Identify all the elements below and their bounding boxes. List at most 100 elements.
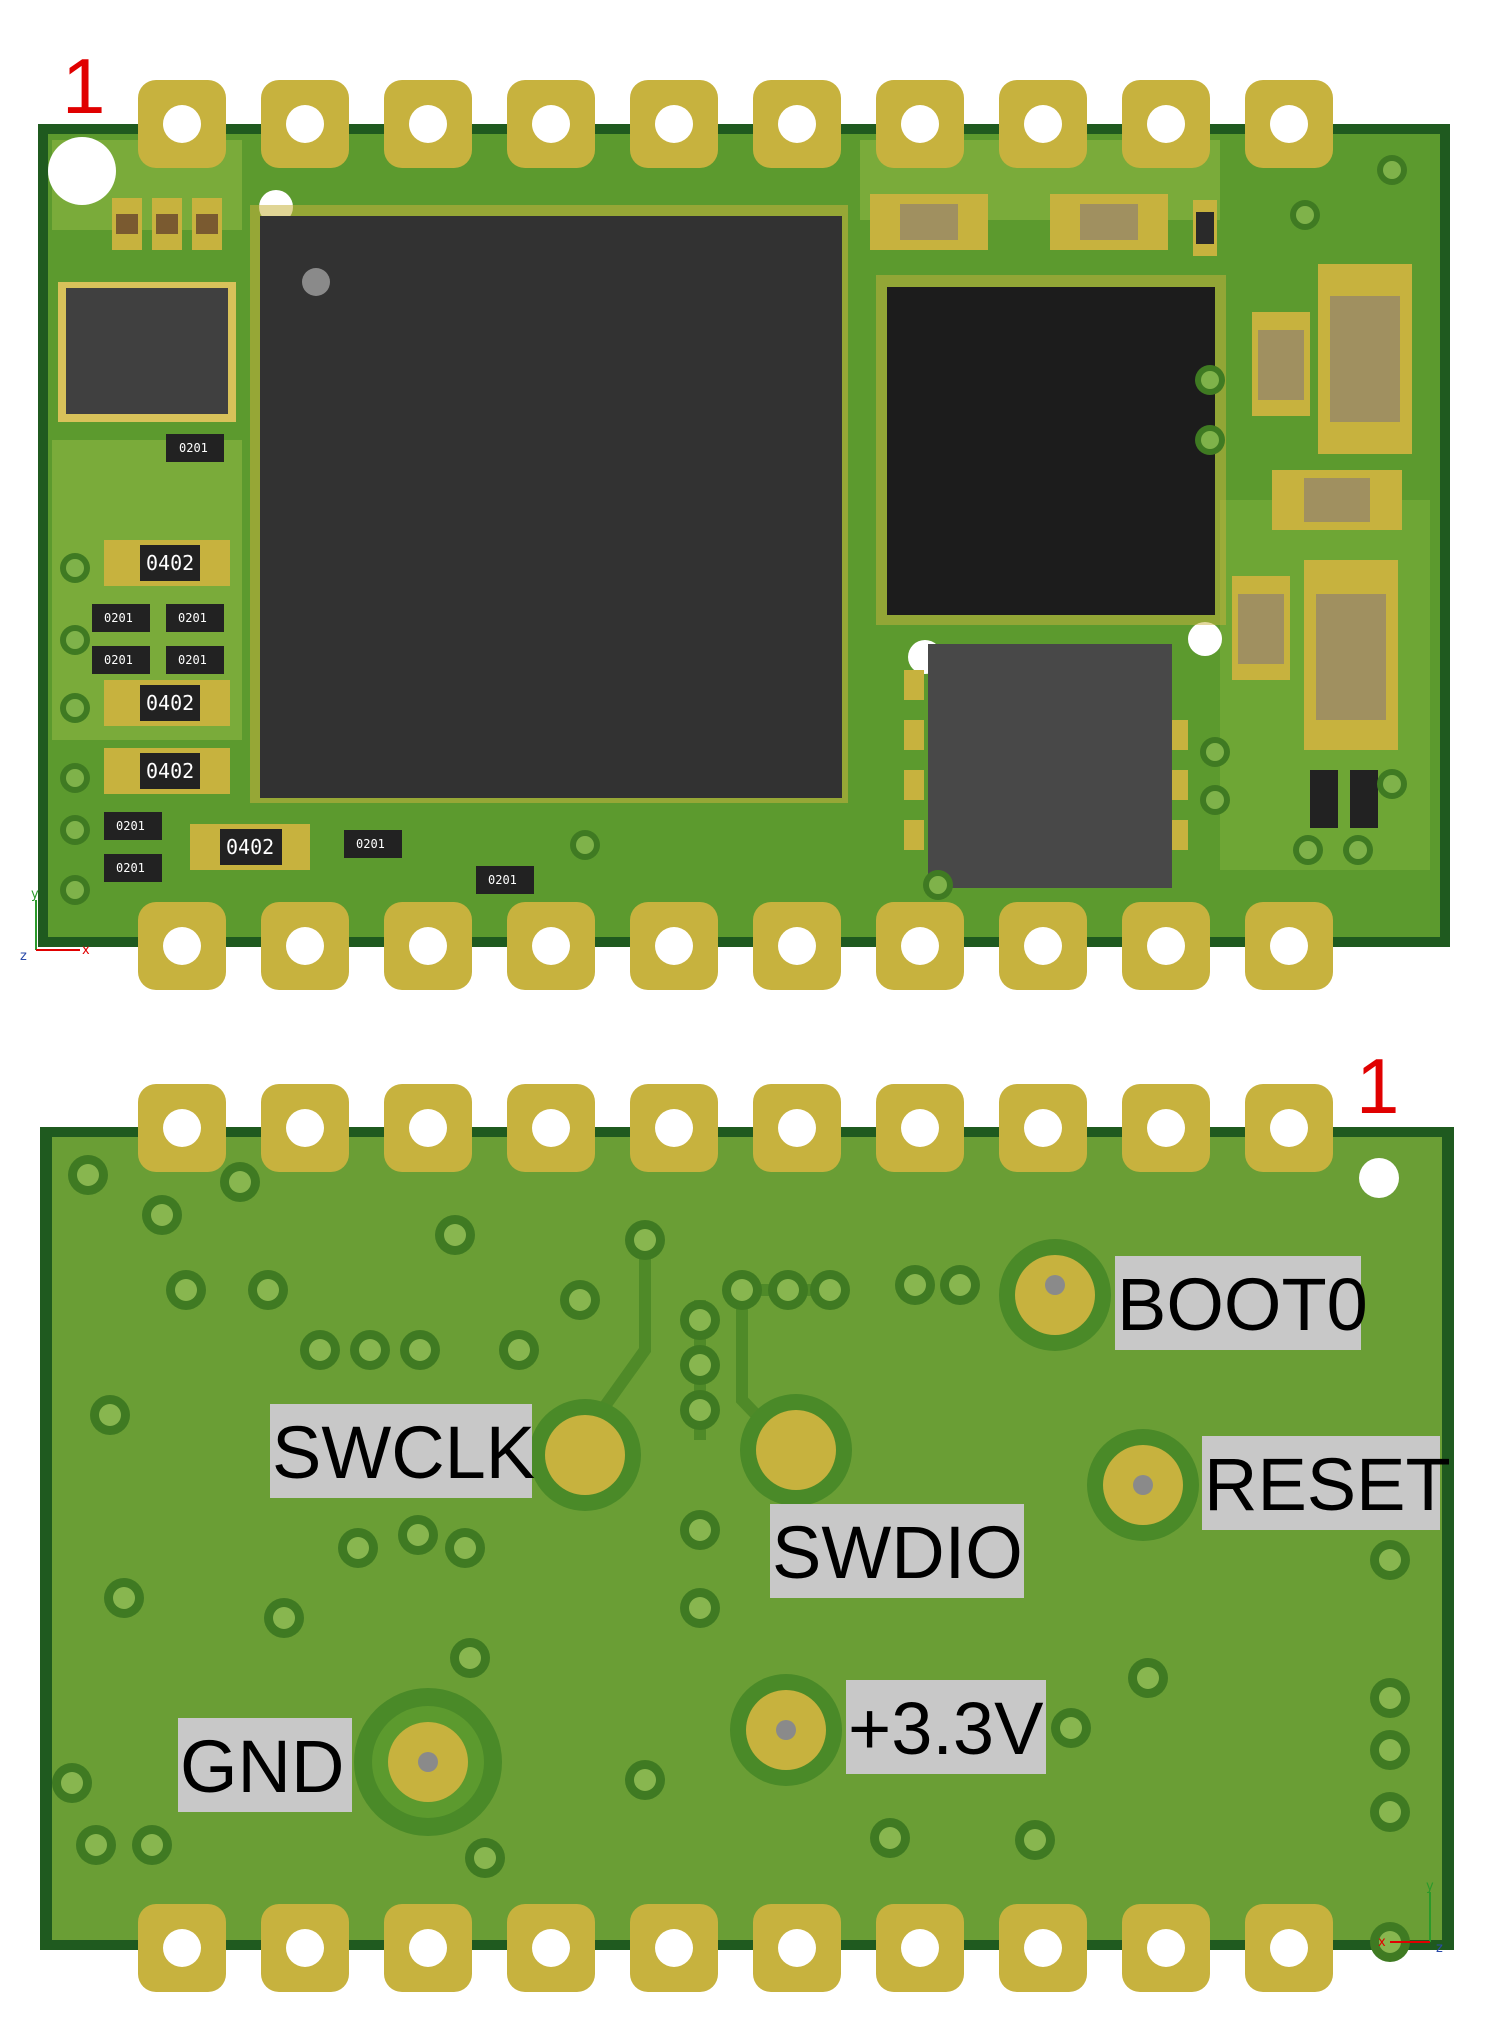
castellated-pad-hole [1147,927,1185,965]
via-hole [576,836,594,854]
test-pad-swclk [529,1399,641,1511]
top-axis-z: z [20,949,27,964]
via-hole [66,559,84,577]
via-hole [175,1279,197,1301]
via-hole [85,1834,107,1856]
castellated-pad-hole [1270,105,1308,143]
via-hole [77,1164,99,1186]
castellated-pad-hole [778,1109,816,1147]
label-swclk-text: SWCLK [272,1411,535,1494]
top-view-bottom-pads [138,902,1333,990]
via-hole [949,1274,971,1296]
castellated-pad-hole [286,927,324,965]
label-swdio-text: SWDIO [772,1511,1023,1594]
via-hole [731,1279,753,1301]
via-hole [508,1339,530,1361]
castellated-pad-hole [901,927,939,965]
silk-0402: 0402 [226,835,274,859]
bottom-axis-z: z [1436,1941,1443,1956]
bottom-axis-indicator: y x z [1378,1879,1443,1956]
castellated-pad-hole [1024,105,1062,143]
via-hole [257,1279,279,1301]
castellated-pad-hole [286,1109,324,1147]
castellated-pad-hole [409,105,447,143]
silk-0201: 0201 [104,653,133,667]
label-swdio: SWDIO [770,1504,1024,1598]
castellated-pad-hole [409,1109,447,1147]
castellated-pad-hole [163,1929,201,1967]
via-hole [1379,1687,1401,1709]
silk-0402: 0402 [146,691,194,715]
via-hole [66,769,84,787]
castellated-pad-hole [409,927,447,965]
silk-0201: 0201 [356,837,385,851]
inductor-body [66,288,228,414]
via-hole [1206,743,1224,761]
via-hole [1024,1829,1046,1851]
via-hole [61,1772,83,1794]
bottom-view-bottom-pads [138,1904,1333,1992]
label-reset-text: RESET [1204,1443,1451,1526]
crystal-module [904,644,1188,888]
via-hole [689,1597,711,1619]
via-hole [273,1607,295,1629]
castellated-pad-hole [1270,927,1308,965]
castellated-pad-hole [532,1109,570,1147]
via-hole [66,631,84,649]
via-hole [359,1339,381,1361]
bottom-axis-x: x [1378,1935,1386,1950]
castellated-pad-hole [163,1109,201,1147]
silk-0201: 0201 [116,819,145,833]
cap-group-top-left [112,198,222,250]
via-hole [1349,841,1367,859]
via-hole [634,1229,656,1251]
top-axis-x: x [82,943,90,958]
test-pad-reset [1087,1429,1199,1541]
via-hole [454,1537,476,1559]
silk-0402: 0402 [146,551,194,575]
castellated-pad-hole [286,105,324,143]
via-hole [1379,1801,1401,1823]
bottom-vias [52,1155,1410,1962]
top-view: 0201 0402 0201 0201 0201 0201 0402 0402 … [20,42,1450,990]
via-hole [459,1647,481,1669]
via-hole [777,1279,799,1301]
via-hole [1060,1717,1082,1739]
silk-0201: 0201 [179,441,208,455]
via-hole [309,1339,331,1361]
castellated-pad-hole [1024,1109,1062,1147]
via-hole [1137,1667,1159,1689]
castellated-pad-hole [901,1929,939,1967]
bottom-view: BOOT0 RESET SWCLK SWDIO +3.3V GND 1 y [40,1042,1454,1992]
silk-0201: 0201 [104,611,133,625]
via-hole [444,1224,466,1246]
via-hole [113,1587,135,1609]
via-hole [66,821,84,839]
pin-one-hole [48,137,116,205]
label-vcc-text: +3.3V [848,1687,1044,1770]
via-hole [569,1289,591,1311]
castellated-pad-hole [1147,1929,1185,1967]
castellated-pad-hole [778,105,816,143]
silk-0201: 0201 [178,653,207,667]
via-hole [929,876,947,894]
via-hole [407,1524,429,1546]
via-hole [1379,1739,1401,1761]
via-hole [634,1769,656,1791]
bottom-pin-one-marker: 1 [1356,1042,1399,1130]
top-pin-one-marker: 1 [62,42,105,130]
castellated-pad-hole [901,1109,939,1147]
bottom-axis-y: y [1426,1879,1434,1894]
castellated-pad-hole [532,105,570,143]
flash-chip [887,287,1215,615]
castellated-pad-hole [655,1929,693,1967]
castellated-pad-hole [532,927,570,965]
castellated-pad-hole [1147,105,1185,143]
castellated-pad-hole [163,105,201,143]
via-hole [151,1204,173,1226]
mcu-chip [260,216,842,798]
silk-0201: 0201 [178,611,207,625]
via-hole [141,1834,163,1856]
via-hole [689,1354,711,1376]
